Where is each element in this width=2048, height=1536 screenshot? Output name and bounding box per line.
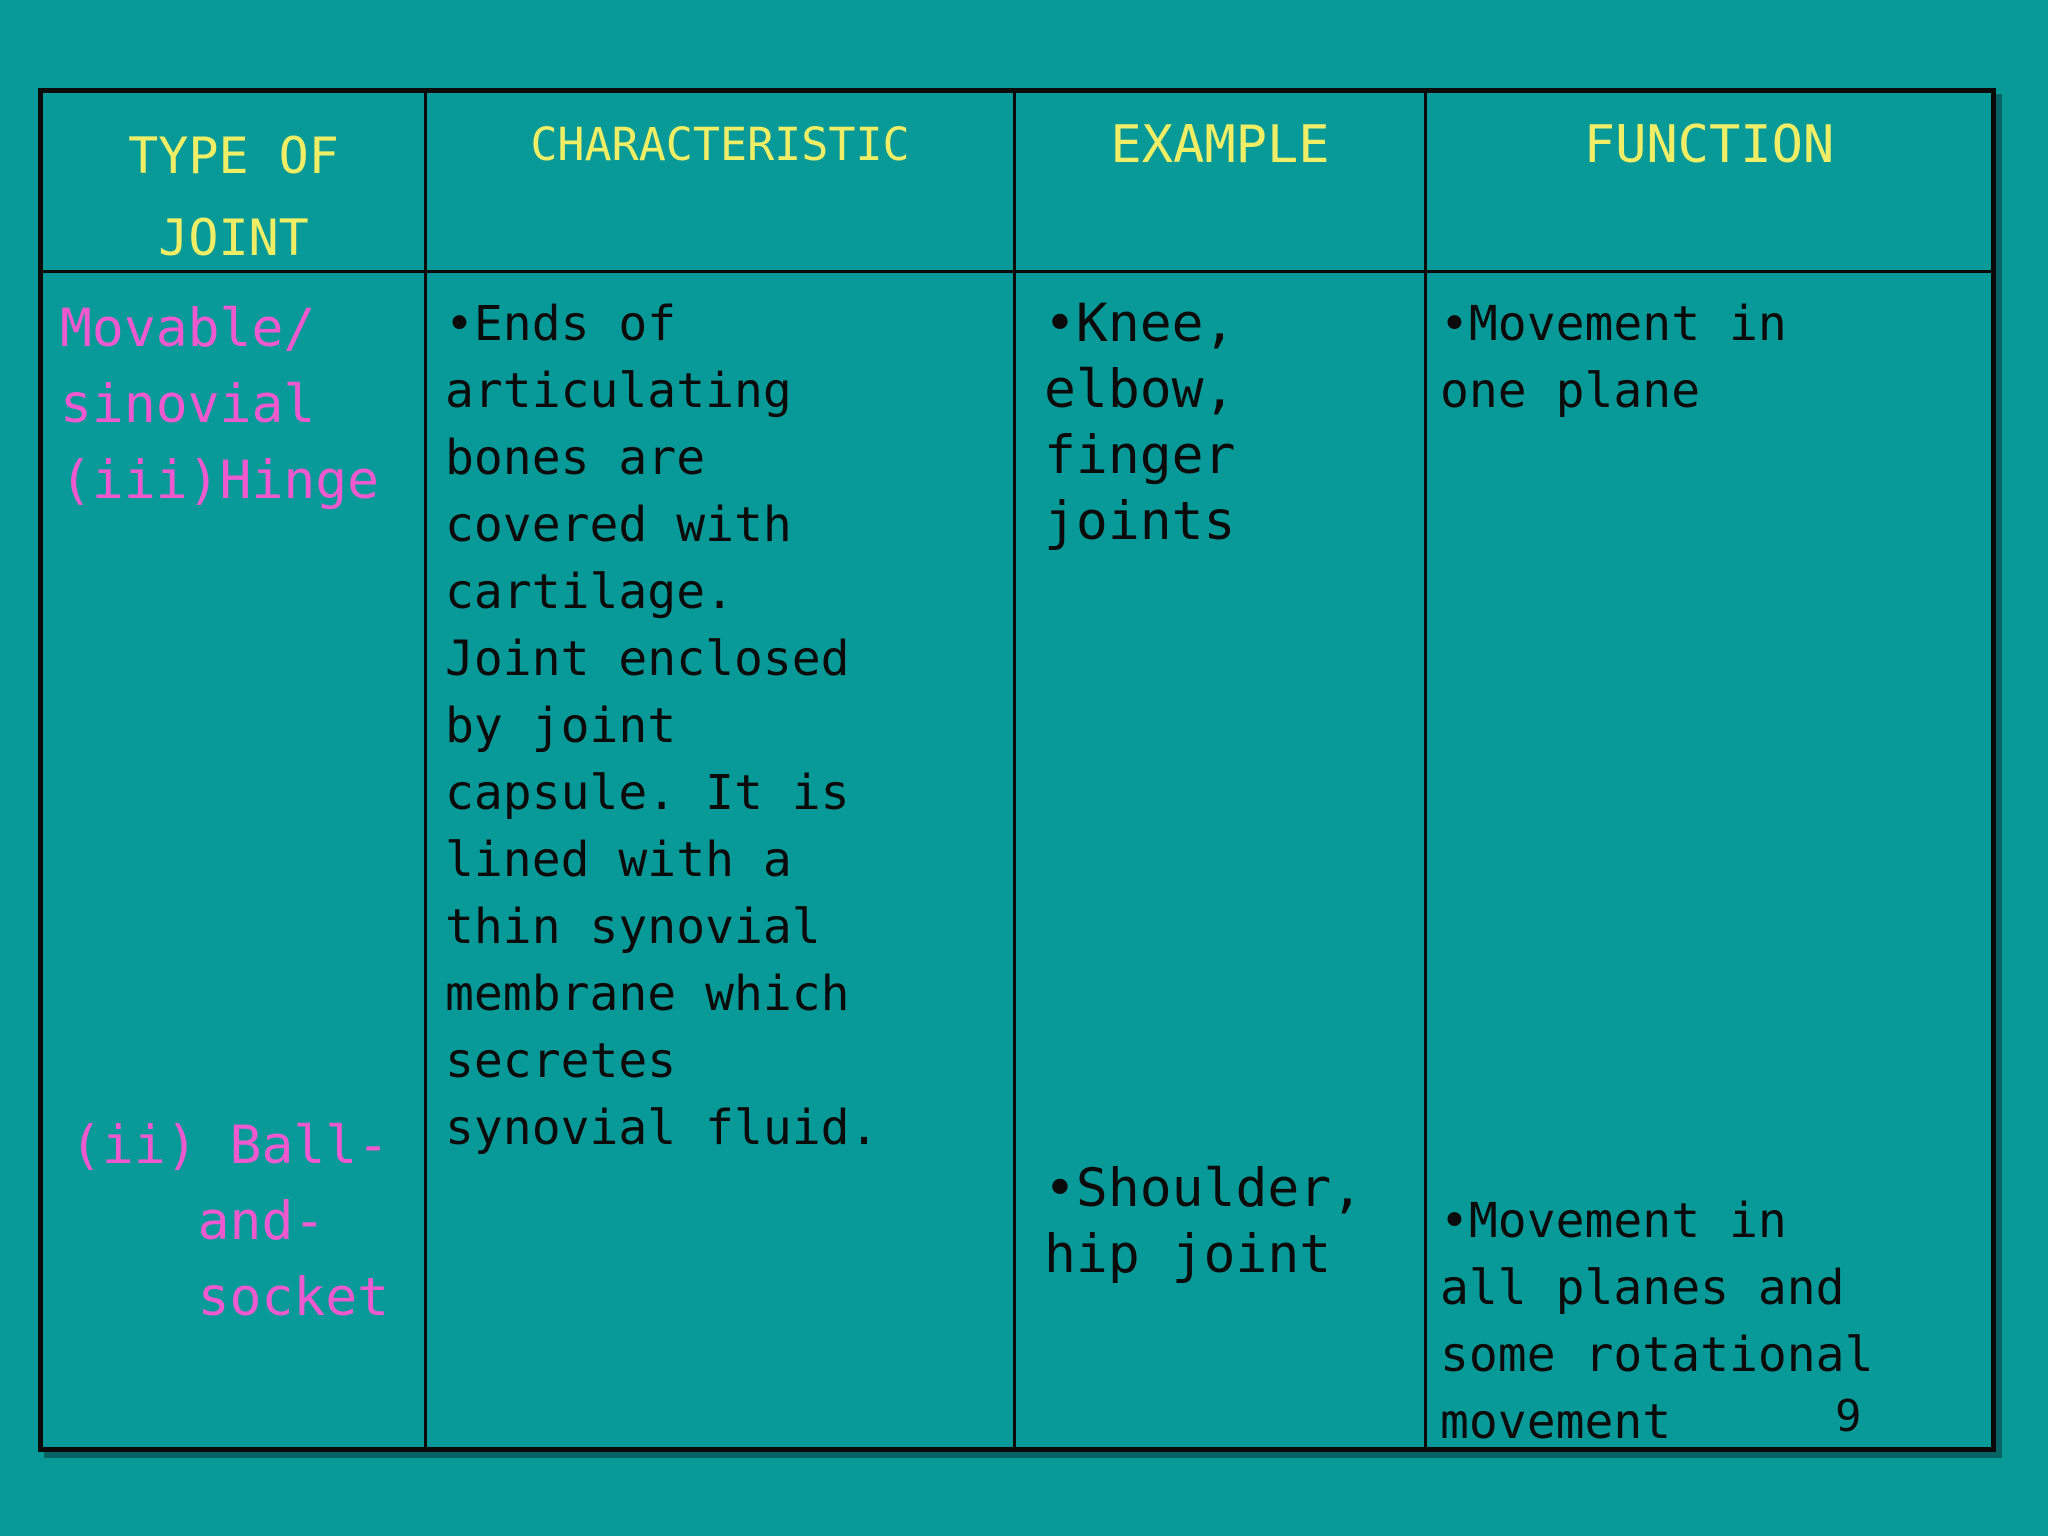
page-number: 9: [1835, 1391, 1862, 1442]
example-hinge-joints: •Knee, elbow, finger joints: [1044, 293, 1236, 552]
header-example: EXAMPLE: [1016, 93, 1427, 273]
cell-type-of-joint: Movable/ sinovial (iii)Hinge (ii) Ball- …: [43, 273, 427, 1447]
header-function: FUNCTION: [1427, 93, 1991, 273]
cell-characteristic: •Ends of articulating bones are covered …: [427, 273, 1016, 1447]
type-movable-sinovial-hinge: Movable/ sinovial (iii)Hinge: [60, 298, 380, 511]
characteristic-text: •Ends of articulating bones are covered …: [445, 296, 879, 1156]
joints-table: TYPE OF JOINT CHARACTERISTIC EXAMPLE FUN…: [38, 88, 1996, 1452]
function-all-planes: •Movement in all planes and some rotatio…: [1440, 1193, 1874, 1447]
cell-function: •Movement in one plane •Movement in all …: [1427, 273, 1991, 1447]
cell-example: •Knee, elbow, finger joints •Shoulder, h…: [1016, 273, 1427, 1447]
header-type-of-joint: TYPE OF JOINT: [43, 93, 427, 273]
type-ball-and-socket: (ii) Ball- and- socket: [70, 1115, 390, 1328]
example-ball-socket-joints: •Shoulder, hip joint: [1044, 1158, 1364, 1285]
header-characteristic: CHARACTERISTIC: [427, 93, 1016, 273]
function-one-plane: •Movement in one plane: [1440, 296, 1787, 419]
